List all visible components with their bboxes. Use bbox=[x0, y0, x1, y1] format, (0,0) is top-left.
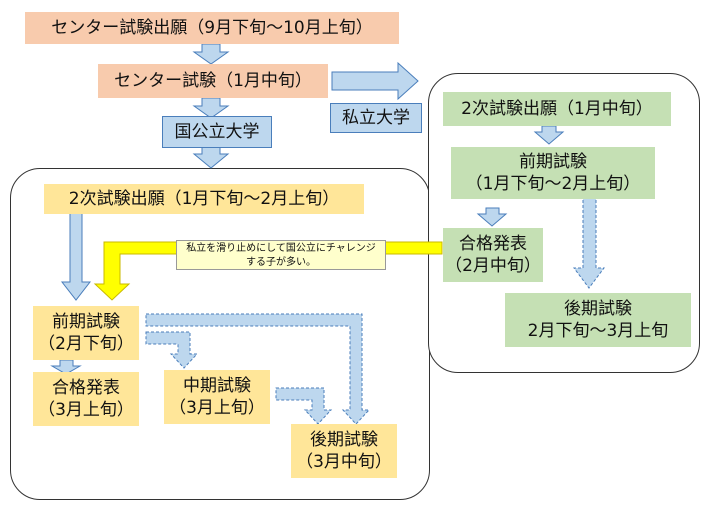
arrow-early-to-middle bbox=[145, 331, 199, 369]
arrow-exam-to-national bbox=[192, 97, 230, 119]
private-late-exam-title: 後期試験 bbox=[564, 298, 632, 319]
center-application-box: センター試験出願（9月下旬～10月上旬） bbox=[25, 12, 399, 44]
national-secondary-application-box: 2次試験出願（1月下旬～2月上旬） bbox=[44, 184, 364, 214]
national-early-result-date: （3月上旬） bbox=[38, 400, 134, 420]
center-exam-label: センター試験（1月中旬） bbox=[114, 70, 312, 91]
callout-note-line1: 私立を滑り止めにして国公立にチャレンジ bbox=[186, 243, 376, 254]
private-secondary-application-box: 2次試験出願（1月中旬） bbox=[443, 92, 671, 126]
private-early-exam-title: 前期試験 bbox=[519, 151, 587, 172]
national-secondary-application-label: 2次試験出願（1月下旬～2月上旬） bbox=[68, 188, 340, 209]
arrow-national-to-application bbox=[192, 145, 230, 169]
national-middle-exam-title: 中期試験 bbox=[183, 375, 251, 396]
arrow-middle-to-late bbox=[275, 387, 333, 425]
national-early-exam-box: 前期試験 （2月下旬） bbox=[33, 306, 139, 360]
national-late-exam-title: 後期試験 bbox=[310, 429, 378, 450]
private-result-title: 合格発表 bbox=[459, 233, 527, 254]
arrow-early-to-late bbox=[145, 313, 371, 425]
national-early-exam-title: 前期試験 bbox=[52, 311, 120, 332]
private-result-date: （2月中旬） bbox=[445, 256, 541, 276]
national-late-exam-date: （3月中旬） bbox=[296, 452, 392, 472]
national-public-box: 国公立大学 bbox=[162, 116, 272, 148]
arrow-early-to-result bbox=[50, 359, 82, 375]
private-late-exam-date: 2月下旬～3月上旬 bbox=[527, 321, 669, 341]
national-early-result-title: 合格発表 bbox=[52, 377, 120, 398]
arrow-private-application-to-early bbox=[533, 125, 565, 145]
private-label-box: 私立大学 bbox=[330, 103, 422, 133]
arrow-national-application-to-early bbox=[60, 211, 92, 301]
national-public-label: 国公立大学 bbox=[174, 121, 260, 142]
callout-note: 私立を滑り止めにして国公立にチャレンジ する子が多い。 bbox=[176, 240, 386, 270]
private-early-exam-date: （1月下旬～2月上旬） bbox=[465, 174, 641, 194]
national-early-result-box: 合格発表 （3月上旬） bbox=[33, 372, 139, 426]
center-application-label: センター試験出願（9月下旬～10月上旬） bbox=[51, 17, 373, 38]
arrow-exam-to-private bbox=[331, 61, 419, 101]
national-early-exam-date: （2月下旬） bbox=[38, 334, 134, 354]
national-middle-exam-date: （3月上旬） bbox=[169, 398, 265, 418]
arrow-private-early-to-late bbox=[573, 197, 605, 289]
center-exam-box: センター試験（1月中旬） bbox=[98, 64, 328, 98]
callout-note-line2: する子が多い。 bbox=[246, 256, 316, 268]
arrow-application-to-exam bbox=[192, 43, 230, 65]
private-early-exam-box: 前期試験 （1月下旬～2月上旬） bbox=[451, 147, 655, 199]
private-result-box: 合格発表 （2月中旬） bbox=[443, 228, 543, 282]
arrow-private-early-to-result bbox=[476, 207, 508, 227]
private-late-exam-box: 後期試験 2月下旬～3月上旬 bbox=[505, 293, 691, 347]
private-secondary-application-label: 2次試験出願（1月中旬） bbox=[461, 98, 653, 119]
national-middle-exam-box: 中期試験 （3月上旬） bbox=[164, 370, 270, 424]
private-label: 私立大学 bbox=[342, 107, 410, 128]
national-late-exam-box: 後期試験 （3月中旬） bbox=[291, 424, 397, 478]
